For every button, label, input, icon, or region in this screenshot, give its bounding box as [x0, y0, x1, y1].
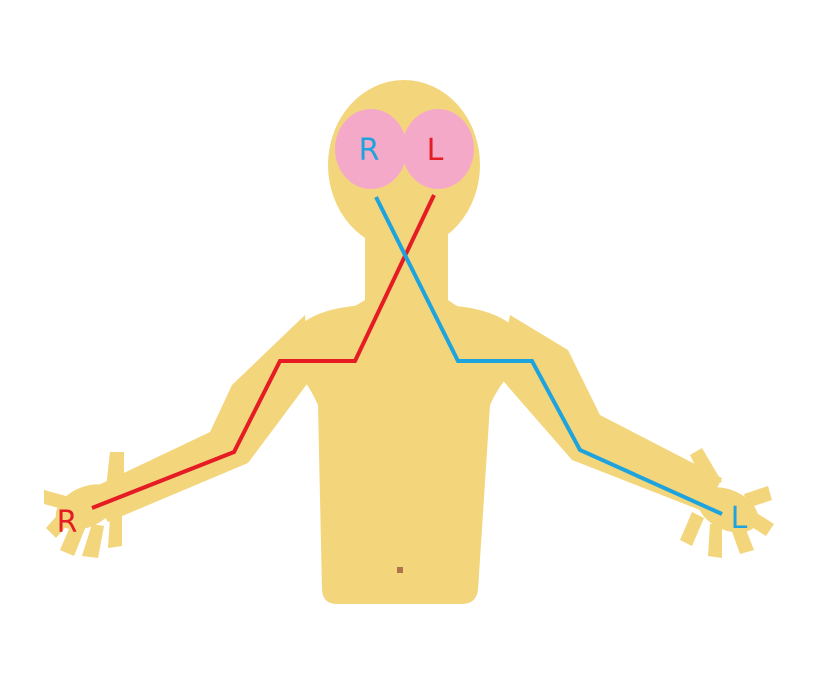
hand-left-label: L [731, 501, 748, 536]
brain-left-label: L [427, 133, 444, 168]
brain-left-hemisphere [402, 109, 474, 189]
neck [305, 225, 505, 318]
left-hand [680, 448, 774, 558]
brain [335, 109, 474, 189]
navel [397, 567, 403, 573]
right-hand [44, 452, 124, 558]
hand-right-label: R [57, 505, 78, 540]
left-arm [498, 315, 722, 512]
brain-right-label: R [359, 133, 380, 168]
right-arm [88, 315, 310, 522]
torso [286, 304, 525, 604]
left-pathway-line [374, 196, 723, 516]
right-pathway-line [91, 194, 436, 510]
body-silhouette [44, 80, 774, 604]
brain-right-hemisphere [335, 109, 407, 189]
